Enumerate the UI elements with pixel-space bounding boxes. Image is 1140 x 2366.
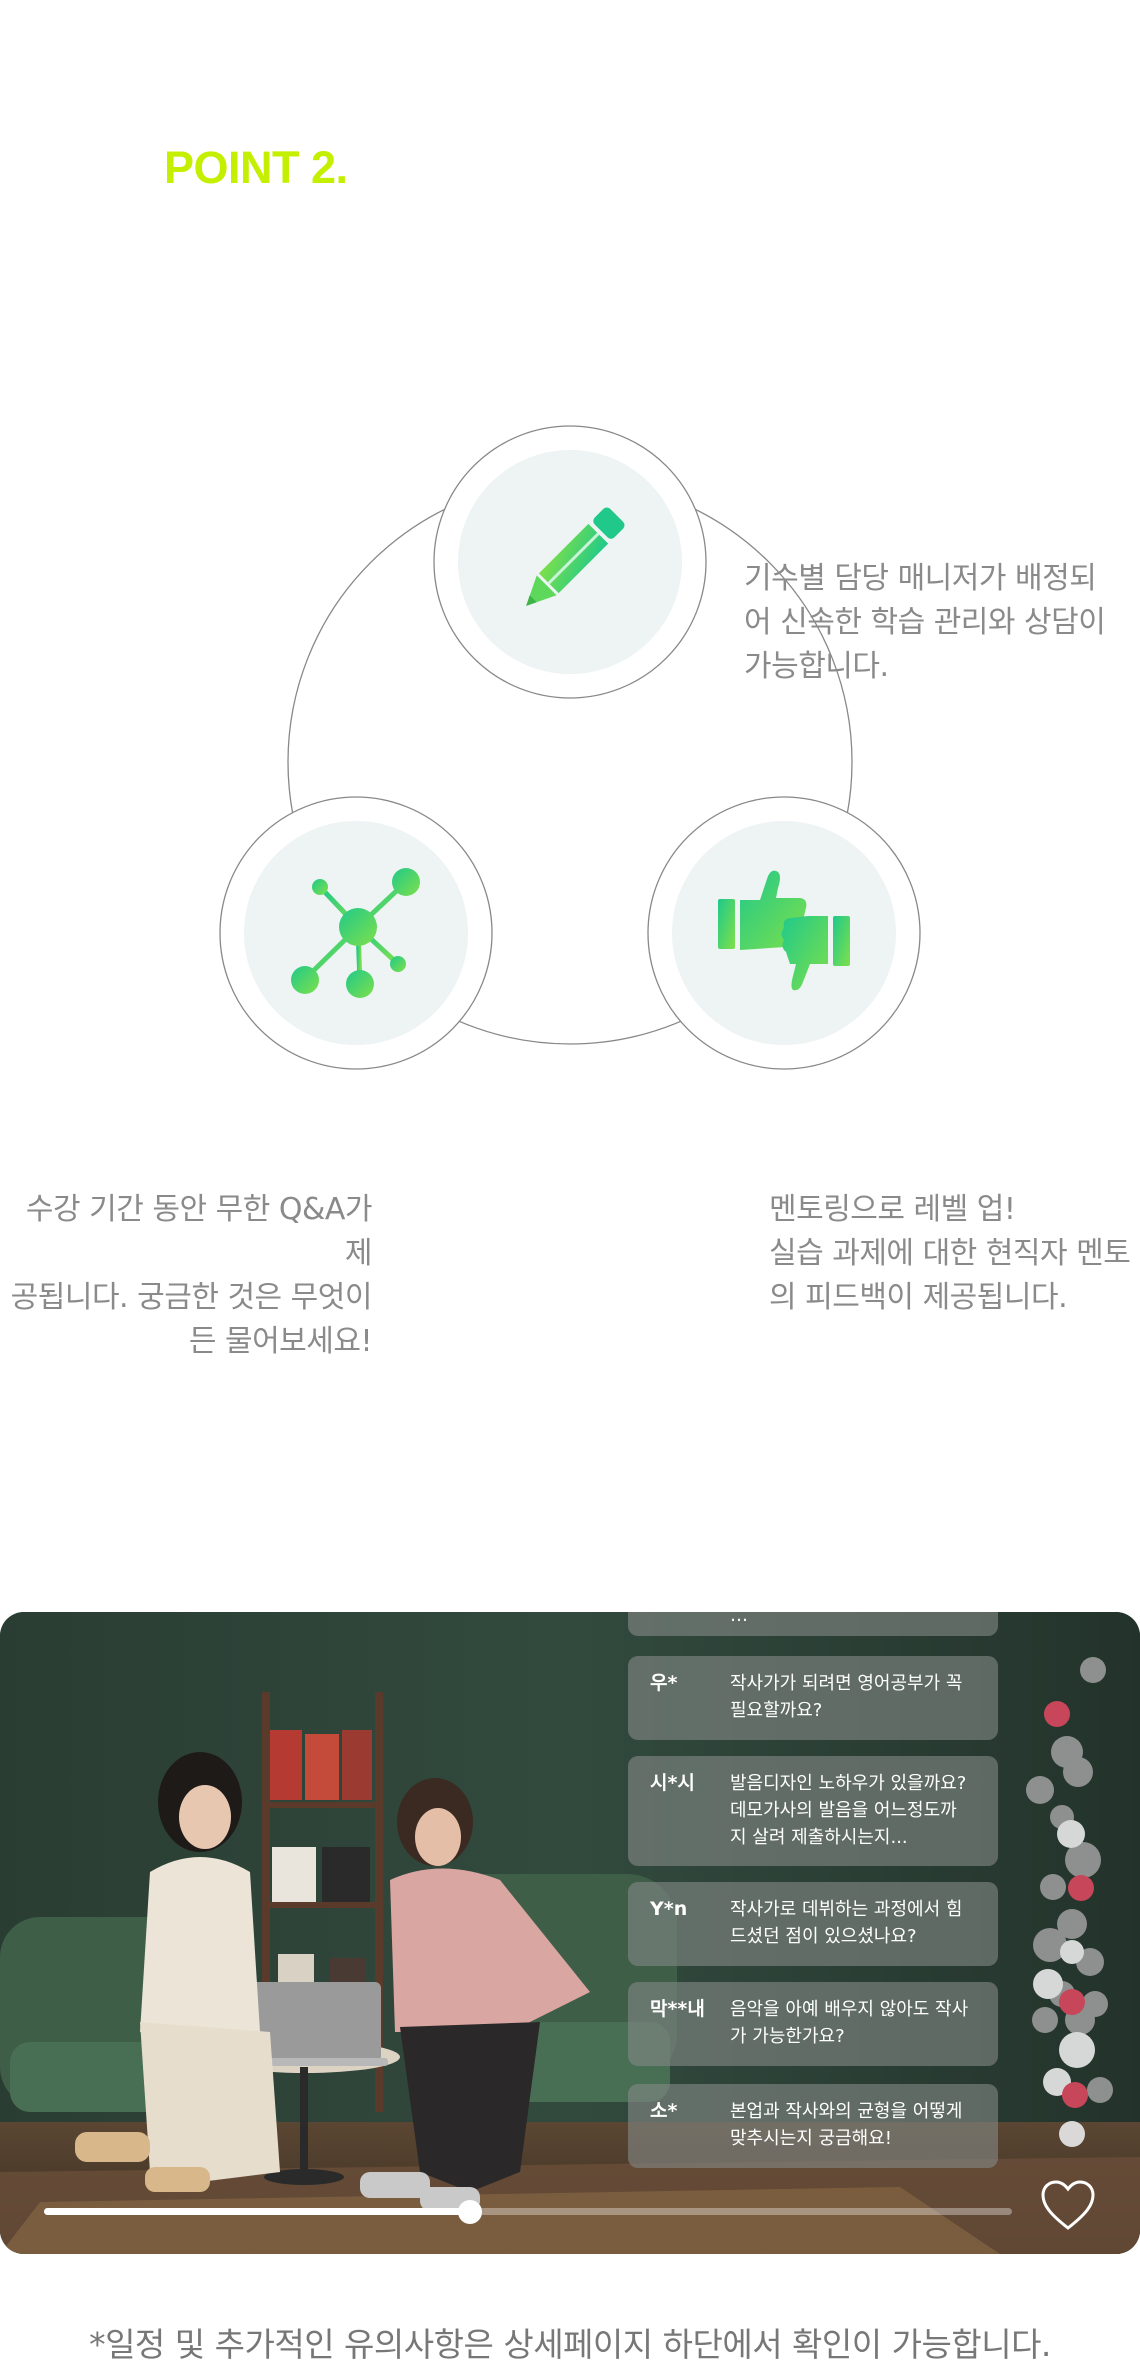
chat-text: …	[730, 1612, 748, 1626]
chat-text: 본업과 작사와의 균형을 어떻게 맞추시는지 궁금해요!	[730, 2101, 963, 2149]
chat-message: Y*n 작사가로 데뷔하는 과정에서 힘 드셨던 점이 있으셨나요?	[628, 1882, 998, 1966]
video-progress-handle[interactable]	[457, 2200, 482, 2224]
feature-description-manager: 기수별 담당 매니저가 배정되 어 신속한 학습 관리와 상담이 가능합니다.	[744, 561, 1106, 684]
feature-description-qa: 수강 기간 동안 무한 Q&A가 제 공됩니다. 궁금한 것은 무엇이 든 물어…	[10, 1192, 373, 1359]
feature-description-mentoring: 멘토링으로 레벨 업! 실습 과제에 대한 현직자 멘토 의 피드백이 제공됩니…	[769, 1192, 1131, 1315]
chat-message: …	[628, 1612, 998, 1636]
features-diagram	[219, 425, 921, 1070]
network-icon	[291, 868, 420, 998]
chat-user: 막**내	[650, 1998, 705, 2020]
chat-user: 시*시	[650, 1772, 695, 1794]
video-progress-fill	[44, 2208, 470, 2215]
floating-hearts	[1026, 1657, 1113, 2147]
chat-text: 작사가로 데뷔하는 과정에서 힘 드셨던 점이 있으셨나요?	[730, 1899, 963, 1947]
chat-text: 작사가가 되려면 영어공부가 꼭 필요할까요?	[730, 1673, 963, 1721]
pencil-icon	[526, 507, 625, 606]
chat-text: 발음디자인 노하우가 있을까요? 데모가사의 발음을 어느정도까 지 살려 제출…	[730, 1773, 967, 1848]
footnote: *일정 및 추가적인 유의사항은 상세페이지 하단에서 확인이 가능합니다.	[89, 2325, 1051, 2364]
chat-text: 음악을 아예 배우지 않아도 작사 가 가능한가요?	[730, 1999, 969, 2047]
chat-message: 막**내 음악을 아예 배우지 않아도 작사 가 가능한가요?	[628, 1982, 998, 2066]
chat-user: 소*	[650, 2100, 678, 2122]
chat-message: 우* 작사가가 되려면 영어공부가 꼭 필요할까요?	[628, 1656, 998, 1740]
thumbs-up-down-icon	[718, 870, 850, 991]
person-right	[360, 1778, 590, 2211]
video-progress-bar[interactable]	[44, 2200, 1012, 2224]
chat-message: 소* 본업과 작사와의 균형을 어떻게 맞추시는지 궁금해요!	[628, 2084, 998, 2168]
chat-user: 우*	[650, 1672, 678, 1694]
heart-icon[interactable]	[1040, 2180, 1096, 2232]
person-left	[75, 1752, 280, 2192]
chat-user: Y*n	[650, 1898, 688, 1920]
video-player[interactable]: … 우* 작사가가 되려면 영어공부가 꼭 필요할까요? 시*시 발음디자인 노…	[0, 1612, 1140, 2254]
chat-message: 시*시 발음디자인 노하우가 있을까요? 데모가사의 발음을 어느정도까 지 살…	[628, 1756, 998, 1866]
section-title: POINT 2.	[164, 142, 348, 193]
